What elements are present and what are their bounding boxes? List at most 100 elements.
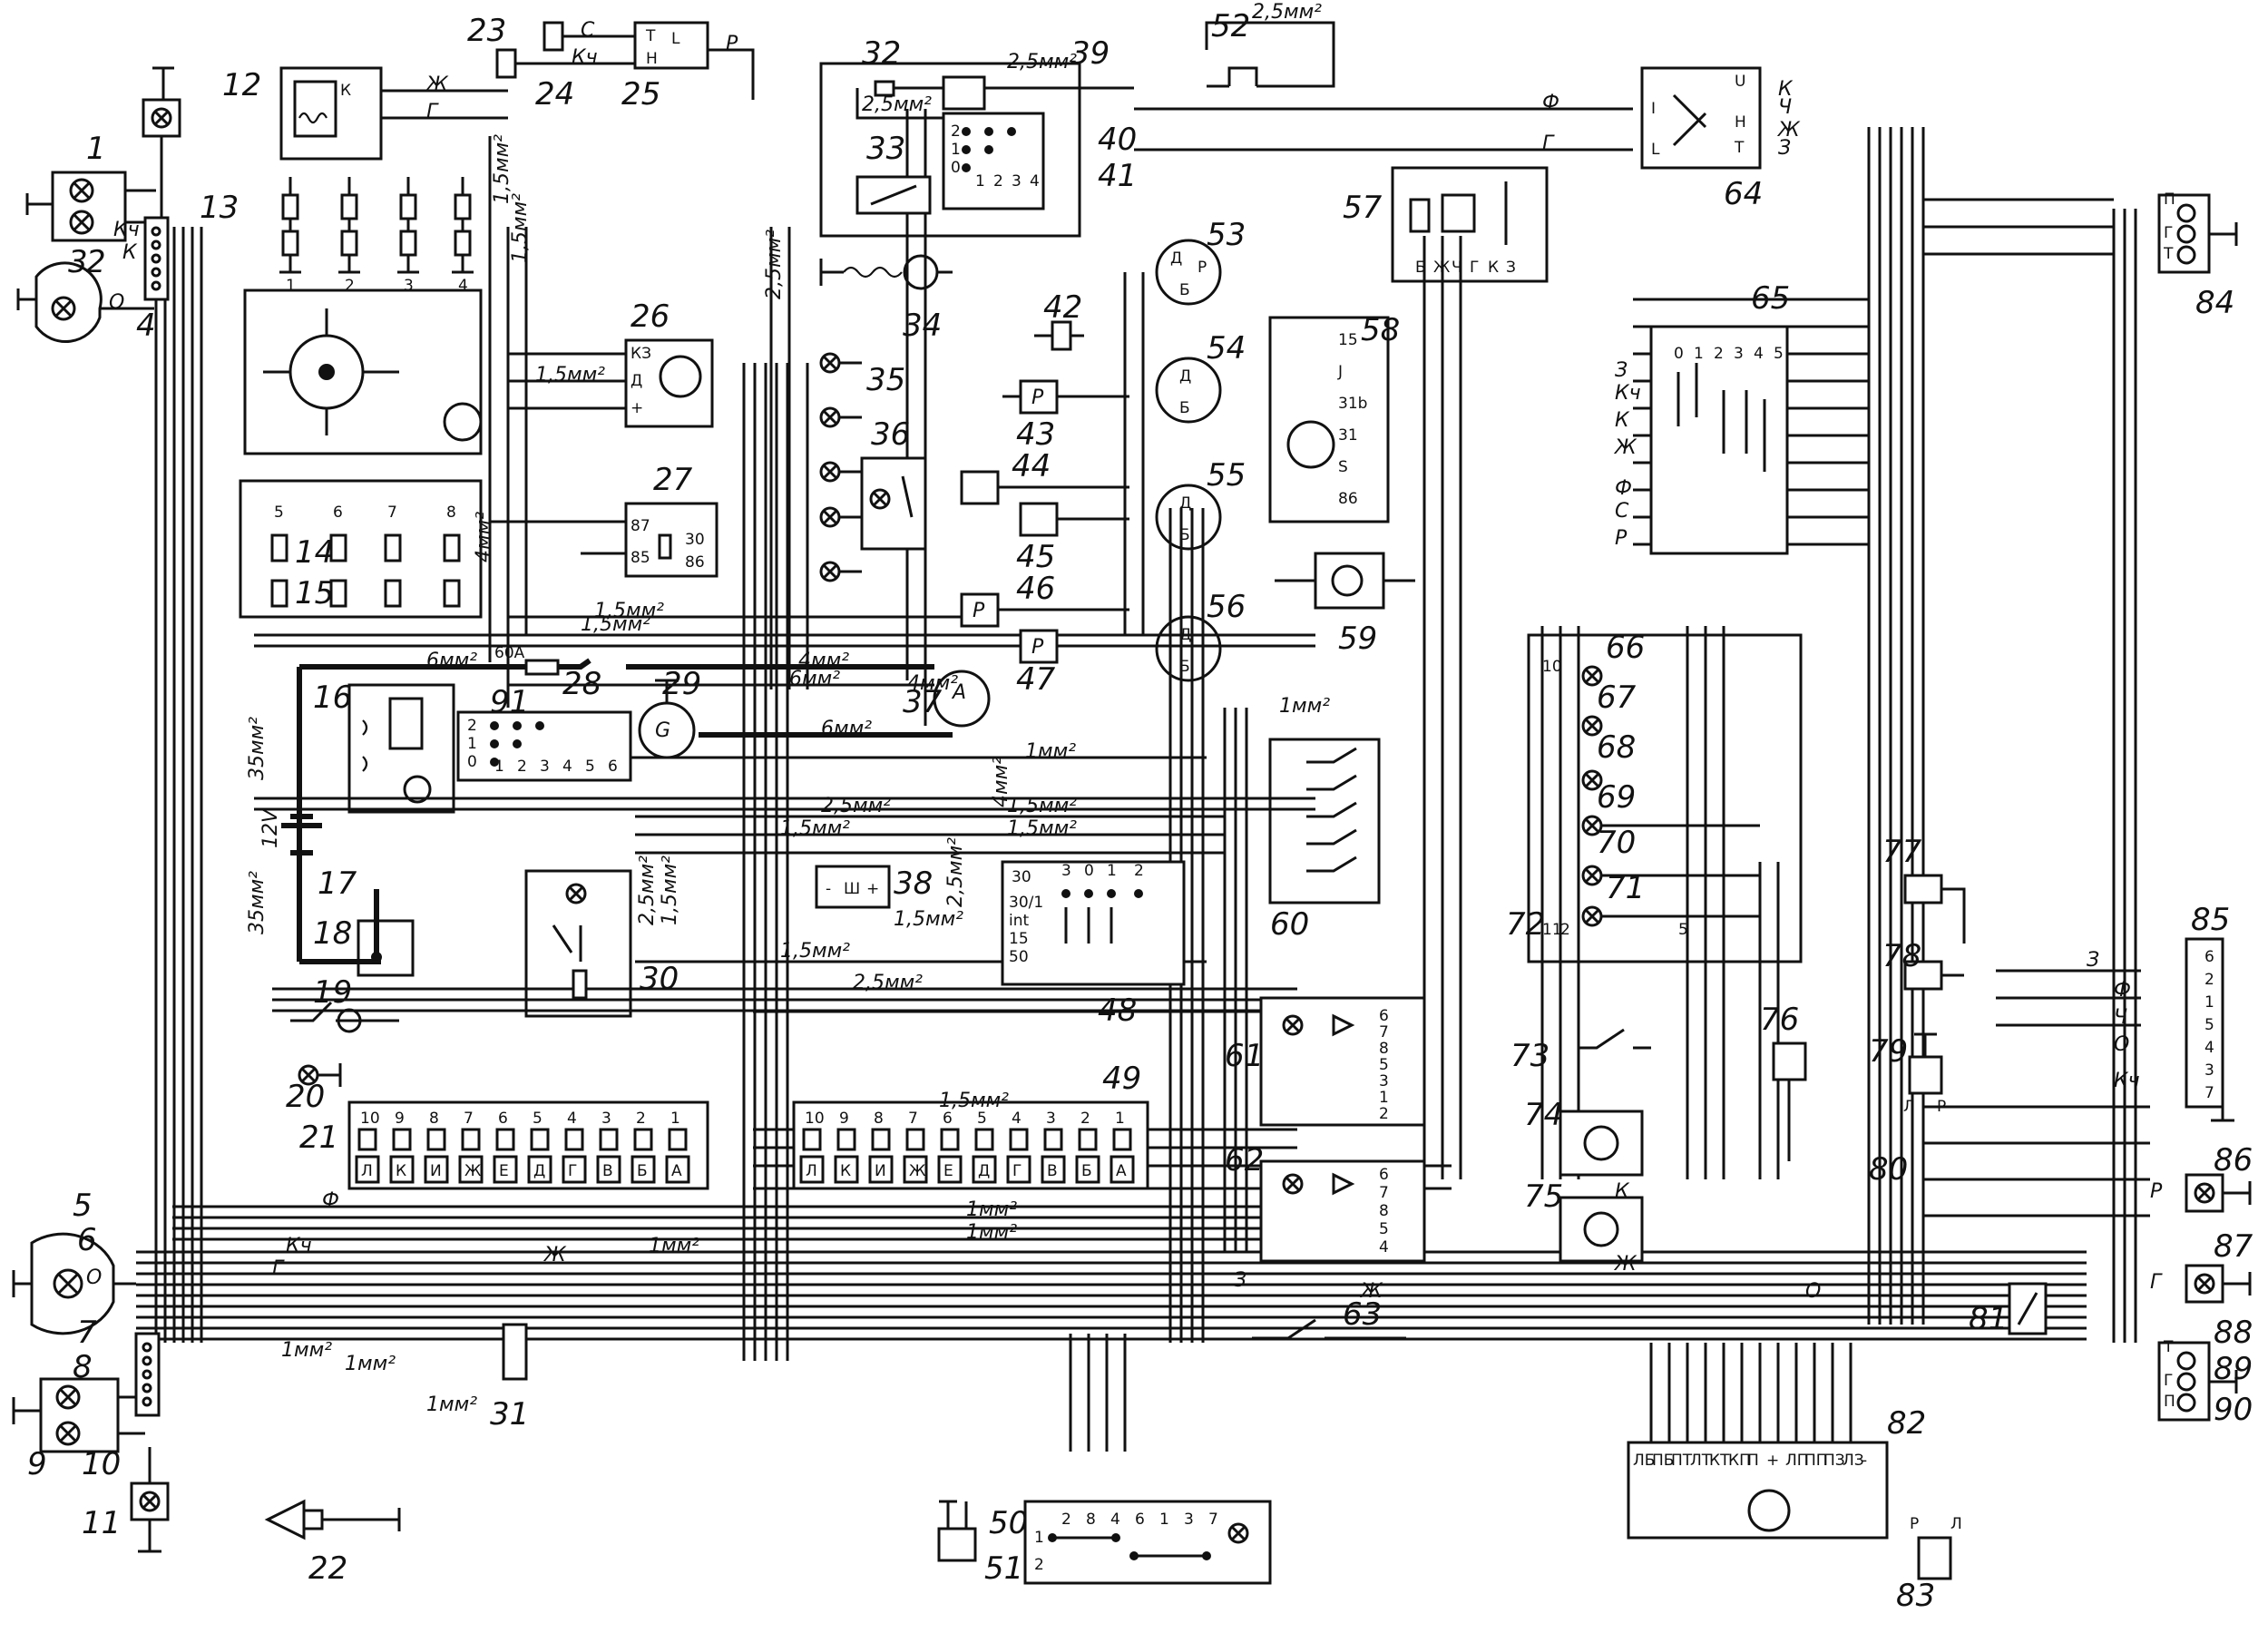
label-28-col-6: 6	[608, 758, 618, 776]
label-12-g: Г	[426, 101, 439, 123]
label-46: 46	[1016, 571, 1055, 607]
label-52-cable: 2,5мм²	[1252, 1, 1322, 24]
label-69: 69	[1597, 779, 1636, 816]
label-29-g: G	[655, 719, 670, 742]
t82-9: ПП	[1804, 1452, 1828, 1470]
label-88: 88	[2214, 1315, 2253, 1351]
label-2: 2	[86, 244, 106, 280]
label-26-d: Д	[631, 372, 642, 390]
component-27-relay: 87 30 85 86 27	[490, 462, 719, 578]
label-55-b: Б	[1179, 526, 1190, 544]
wire-label-39: К	[1615, 1180, 1630, 1203]
fuse21-top-6: 4	[567, 1110, 577, 1128]
wire-label-28: 4мм²	[990, 757, 1012, 807]
fuse49-fuse-2	[871, 1128, 891, 1151]
wire-label-57: О	[2114, 1033, 2129, 1056]
t85-4: 4	[2204, 1039, 2214, 1057]
label-16: 16	[313, 680, 352, 716]
svg-text:7: 7	[387, 504, 397, 522]
fuse21-fuse-2	[426, 1128, 446, 1151]
label-55-d: Д	[1179, 494, 1191, 513]
label-57: 57	[1343, 190, 1383, 226]
wire-label-8: 6мм²	[789, 668, 840, 690]
label-8: 8	[73, 1349, 93, 1385]
label-37: 37	[903, 684, 943, 720]
fuse21-bottom-1: К	[396, 1162, 406, 1180]
t82-8: ЛП	[1785, 1452, 1809, 1470]
label-26-wire: 1,5мм²	[535, 364, 605, 386]
fuse21-top-2: 8	[429, 1110, 439, 1128]
label-80: 80	[1869, 1151, 1908, 1188]
fuse49-fuse-1	[836, 1128, 856, 1151]
label-48-0: 0	[1084, 862, 1094, 880]
component-5-7-headlamp: 5 6 7 О	[12, 1188, 136, 1351]
label-91-rating: 60А	[494, 644, 525, 662]
fuse21-bottom-7: В	[602, 1162, 613, 1180]
fuse21-fuse-6	[564, 1128, 584, 1151]
label-81: 81	[1969, 1301, 2008, 1337]
fuse49-top-9: 1	[1115, 1110, 1125, 1128]
fuse21-fuse-4	[495, 1128, 515, 1151]
label-48-30-1: 30/1	[1009, 894, 1043, 912]
plug-4: 4	[458, 277, 468, 295]
label-40: 40	[1098, 122, 1137, 158]
component-18-ground-switch: 18	[313, 889, 415, 977]
t82-1: ПБ	[1652, 1452, 1674, 1470]
fuse21-fuse-9	[668, 1128, 688, 1151]
wire-label-9: 6мм²	[821, 718, 872, 740]
label-23: 23	[467, 13, 506, 49]
fuse49-slot-6	[1006, 1155, 1031, 1184]
component-55-gauge: Д Б 55	[1155, 457, 1246, 551]
label-74: 74	[1524, 1097, 1563, 1133]
component-2-headlamp: 2	[25, 171, 156, 280]
fuse49-fuse-7	[1043, 1128, 1063, 1151]
label-88-p: П	[2164, 1393, 2175, 1411]
label-28-col-5: 5	[585, 758, 595, 776]
component-34-fan-motor: 34	[819, 254, 953, 344]
wire-label-14: 1,5мм²	[1007, 795, 1077, 817]
wire-label-56: Ч	[2114, 1006, 2127, 1029]
label-24-s: С	[581, 19, 595, 42]
wire-label-48: Кч	[1615, 382, 1641, 405]
fuse21-top-3: 7	[464, 1110, 474, 1128]
fuse49-top-2: 8	[874, 1110, 884, 1128]
fuse21-slot-6	[562, 1155, 587, 1184]
component-11-lamp: 11	[82, 1447, 170, 1553]
t62-3: 5	[1379, 1220, 1389, 1238]
label-50: 50	[989, 1505, 1028, 1541]
label-58: 58	[1361, 312, 1400, 348]
fuse49-fuse-0	[802, 1128, 822, 1151]
label-79: 79	[1869, 1033, 1908, 1070]
wire-label-1: 1,5мм²	[491, 134, 513, 204]
component-43-sensor: Р 43	[1002, 379, 1129, 453]
component-45-sensor: 45	[1016, 502, 1129, 575]
component-91-fuse: 60А 91	[490, 644, 560, 720]
wire-label-45: Ж	[1776, 119, 1801, 142]
plug-3: 3	[404, 277, 414, 295]
component-46-sensor: Р 46	[960, 571, 1129, 628]
component-88-90-lamp: Т Г П 88 89 90	[2157, 1315, 2253, 1428]
t57-1: Ж	[1433, 259, 1450, 277]
fuse49-slot-9	[1110, 1155, 1135, 1184]
label-67: 67	[1597, 680, 1637, 716]
label-89: 89	[2214, 1351, 2253, 1387]
label-26-kz: КЗ	[631, 345, 651, 363]
fuse49-slot-3	[903, 1155, 928, 1184]
wire-label-34: Г	[272, 1257, 285, 1280]
svg-text:6: 6	[333, 504, 343, 522]
label-31: 31	[490, 1396, 529, 1433]
t85-5: 3	[2204, 1061, 2214, 1080]
label-11: 11	[82, 1505, 121, 1541]
wire-label-55: Ф	[2114, 979, 2131, 1002]
t51-3: 6	[1135, 1511, 1145, 1529]
fuse49-bottom-3: Ж	[909, 1162, 925, 1180]
label-41-col-2: 2	[993, 172, 1003, 191]
fuse21-top-4: 6	[498, 1110, 508, 1128]
label-22: 22	[308, 1550, 347, 1587]
svg-text:5: 5	[274, 504, 284, 522]
label-27: 27	[653, 462, 693, 498]
